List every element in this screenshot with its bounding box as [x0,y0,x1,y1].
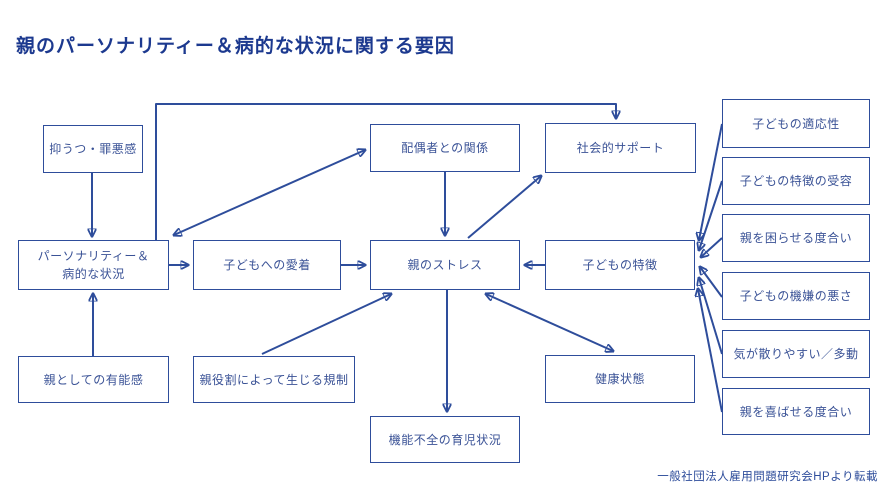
edge-acceptance-to-childtraits [699,180,723,250]
node-role-restriction: 親役割によって生じる規制 [193,356,355,403]
node-attachment: 子どもへの愛着 [193,240,341,290]
edge-moodiness-to-childtraits [700,267,723,298]
edge-demandingness-to-childtraits [701,237,723,257]
edge-rolerestriction-to-stress [261,294,391,355]
edge-reinforcement-to-childtraits [698,289,723,413]
node-spouse-relation: 配偶者との関係 [370,124,520,172]
edge-stress-health-mutual [486,294,613,351]
node-adaptability: 子どもの適応性 [722,99,870,148]
edge-adaptability-to-childtraits [699,123,723,240]
node-competence: 親としての有能感 [18,356,169,403]
node-moodiness: 子どもの機嫌の悪さ [722,272,870,320]
node-demandingness: 親を困らせる度合い [722,214,870,262]
edge-stress-to-socialsupport-diag [467,176,541,239]
node-personality: パーソナリティー＆ 病的な状況 [18,240,169,290]
node-child-traits: 子どもの特徴 [545,240,695,290]
node-acceptance: 子どもの特徴の受容 [722,157,870,205]
node-reinforcement: 親を喜ばせる度合い [722,388,870,435]
node-dysfunctional-parenting: 機能不全の育児状況 [370,416,520,463]
node-social-support: 社会的サポート [545,123,696,173]
edge-personality-to-socialsupport-rail [155,103,616,240]
node-depression: 抑うつ・罪悪感 [43,125,143,173]
page-title: 親のパーソナリティー＆病的な状況に関する要因 [16,36,455,57]
node-distractibility: 気が散りやすい／多動 [722,330,870,378]
node-parent-stress: 親のストレス [370,240,520,290]
source-credit: 一般社団法人雇用問題研究会HPより転載 [657,471,878,483]
node-health: 健康状態 [545,355,695,403]
edge-personality-spouse-mutual [174,150,365,235]
